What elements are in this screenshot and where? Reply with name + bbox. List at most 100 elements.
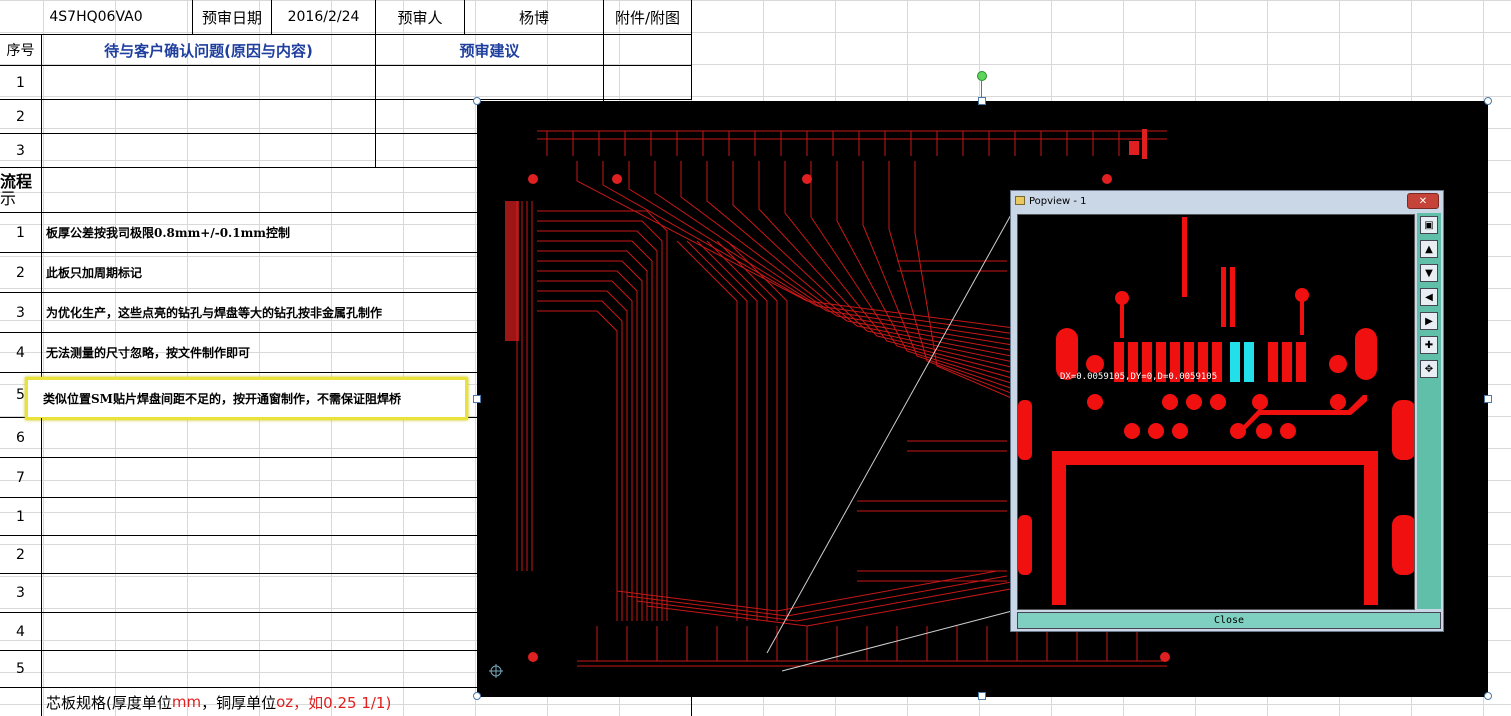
instruction-text-cell[interactable]: 板厚公差按我司极限0.8mm+/-0.1mm控制 — [42, 213, 478, 253]
instruction-text: 类似位置SM贴片焊盘间距不足的，按开通窗制作，不需保证阻焊桥 — [43, 392, 401, 406]
attachment-label-cell[interactable]: 附件/附图 — [604, 0, 692, 35]
left-bus-traces — [516, 201, 788, 621]
zoom-out-icon[interactable]: ✥ — [1420, 360, 1438, 378]
instruction-text-cell[interactable]: 无法测量的尺寸忽略，按文件制作即可 — [42, 333, 478, 373]
question-row-no[interactable]: 3 — [0, 134, 42, 168]
resize-handle[interactable] — [473, 97, 481, 105]
instruction-text: 无法测量的尺寸忽略，按文件制作即可 — [46, 346, 251, 360]
reviewer-value-cell[interactable]: 杨博 — [465, 0, 604, 35]
extra-row-cell[interactable] — [42, 613, 478, 651]
row-number: 2 — [16, 264, 25, 281]
pan-right-icon[interactable]: ▶ — [1420, 312, 1438, 330]
extra-row-no[interactable]: 3 — [0, 574, 42, 613]
instruction-row-no[interactable]: 4 — [0, 333, 42, 373]
resize-handle[interactable] — [473, 692, 481, 700]
row-number: 5 — [16, 661, 25, 677]
instruction-text: 为优化生产，这些点亮的钻孔与焊盘等大的钻孔按非金属孔制作 — [46, 306, 383, 320]
attachment-label: 附件/附图 — [614, 8, 681, 27]
question-header-cell[interactable]: 待与客户确认问题(原因与内容) — [42, 35, 376, 66]
row-number: 1 — [16, 224, 25, 241]
row-number: 2 — [16, 546, 25, 563]
question-cell[interactable] — [42, 134, 376, 168]
row-number: 3 — [16, 142, 25, 159]
date-value: 2016/2/24 — [287, 9, 360, 25]
instruction-row-no[interactable]: 7 — [0, 458, 42, 498]
extra-row-no[interactable]: 5 — [0, 651, 42, 688]
pan-down-icon[interactable]: ▼ — [1420, 264, 1438, 282]
zoomed-pads — [1018, 217, 1414, 605]
flow-label-cell[interactable]: 流程 示 — [0, 168, 42, 213]
row-number: 1 — [16, 508, 25, 525]
row-number: 1 — [16, 74, 25, 91]
instruction-row-no[interactable]: 2 — [0, 253, 42, 293]
resize-handle[interactable] — [978, 97, 986, 105]
row-number: 7 — [16, 469, 25, 486]
resize-handle[interactable] — [1484, 692, 1492, 700]
row-number: 3 — [16, 304, 25, 321]
seq-header: 序号 — [6, 43, 35, 59]
pan-left-icon[interactable]: ◀ — [1420, 288, 1438, 306]
question-cell[interactable] — [42, 100, 376, 134]
instruction-text: 此板只加周期标记 — [46, 266, 143, 280]
extra-row-cell[interactable] — [42, 498, 478, 536]
instruction-row-no[interactable]: 3 — [0, 293, 42, 333]
pan-up-icon[interactable]: ▲ — [1420, 240, 1438, 258]
zoom-in-icon[interactable]: ✚ — [1420, 336, 1438, 354]
instruction-row-no[interactable]: 6 — [0, 418, 42, 458]
instruction-text-cell[interactable]: 此板只加周期标记 — [42, 253, 478, 293]
core-spec-unit-mm: mm — [171, 693, 202, 711]
attachment-cell[interactable] — [604, 66, 692, 100]
question-cell[interactable] — [42, 66, 376, 100]
question-row-no[interactable]: 1 — [0, 66, 42, 100]
extra-row-cell[interactable] — [42, 651, 478, 688]
suggestion-header: 预审建议 — [459, 41, 520, 60]
popview-close-button[interactable]: Close — [1017, 612, 1441, 629]
core-spec-prefix: 芯板规格(厚度单位 — [46, 693, 172, 712]
extra-row-no[interactable]: 2 — [0, 536, 42, 574]
app-icon — [1015, 196, 1025, 205]
core-spec-unit-oz: oz — [276, 693, 294, 711]
row-number: 3 — [16, 585, 25, 601]
extra-row-cell[interactable] — [42, 536, 478, 574]
rotate-handle[interactable] — [977, 71, 987, 81]
fit-view-icon[interactable]: ▣ — [1420, 216, 1438, 234]
rotate-handle-stem — [981, 81, 982, 98]
row-number: 4 — [16, 344, 25, 361]
flow-label-line1: 流程 — [0, 172, 33, 191]
extra-row-cell[interactable] — [42, 574, 478, 613]
popview-window[interactable]: Popview - 1 ✕ — [1010, 190, 1444, 632]
window-close-button[interactable]: ✕ — [1407, 193, 1439, 209]
resize-handle[interactable] — [978, 692, 986, 700]
flow-content-cell[interactable] — [42, 168, 478, 213]
date-value-cell[interactable]: 2016/2/24 — [272, 0, 376, 35]
core-spec-suffix: ，如0.25 1/1) — [293, 693, 392, 712]
part-number-cell[interactable]: 4S7HQ06VA0 — [0, 0, 193, 35]
reviewer-label-cell[interactable]: 预审人 — [376, 0, 465, 35]
suggestion-cell[interactable] — [376, 66, 604, 100]
resize-handle[interactable] — [473, 395, 481, 403]
core-spec-no-cell[interactable] — [0, 688, 42, 716]
resize-handle[interactable] — [1484, 97, 1492, 105]
question-header: 待与客户确认问题(原因与内容) — [104, 41, 313, 60]
extra-row-no[interactable]: 1 — [0, 498, 42, 536]
popview-title-bar[interactable]: Popview - 1 ✕ — [1011, 191, 1443, 211]
instruction-text-cell[interactable] — [42, 418, 478, 458]
instruction-text-cell[interactable] — [42, 458, 478, 498]
instruction-row-no[interactable]: 1 — [0, 213, 42, 253]
highlighted-instruction-box[interactable]: 类似位置SM贴片焊盘间距不足的，按开通窗制作，不需保证阻焊桥 — [25, 377, 468, 420]
pcb-traces — [489, 129, 1170, 678]
reviewer-value: 杨博 — [518, 8, 549, 27]
row-number: 4 — [16, 623, 25, 640]
instruction-text-cell[interactable]: 为优化生产，这些点亮的钻孔与焊盘等大的钻孔按非金属孔制作 — [42, 293, 478, 333]
extra-row-no[interactable]: 4 — [0, 613, 42, 651]
resize-handle[interactable] — [1484, 395, 1492, 403]
suggestion-header-cell[interactable]: 预审建议 — [376, 35, 604, 66]
popview-zoom-canvas[interactable]: DX=0.0059105,DY=0,D=0.0059105 — [1017, 214, 1415, 610]
date-label-cell[interactable]: 预审日期 — [193, 0, 272, 35]
question-row-no[interactable]: 2 — [0, 100, 42, 134]
seq-header-cell[interactable]: 序号 — [0, 35, 42, 66]
attachment-header-cell[interactable] — [604, 35, 692, 66]
origin-marker-icon — [489, 664, 503, 678]
top-pad-row — [537, 130, 1167, 156]
